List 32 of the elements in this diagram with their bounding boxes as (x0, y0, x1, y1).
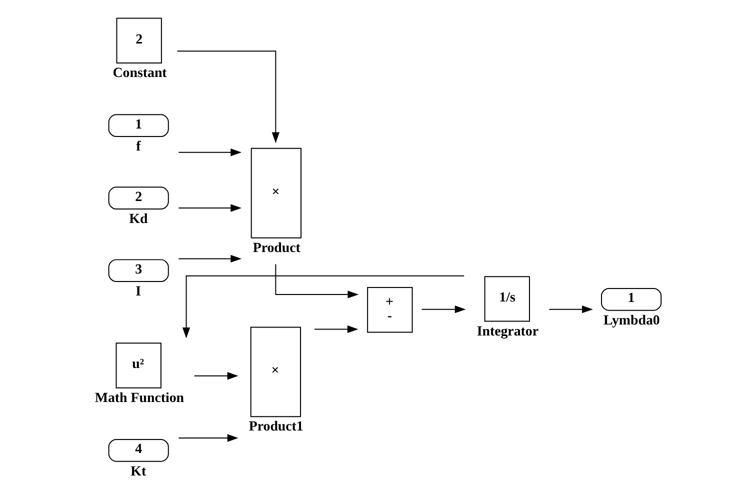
node-box: × (250, 326, 302, 418)
arrow (275, 264, 359, 298)
arrow (421, 306, 466, 314)
node-box: u² (116, 342, 162, 388)
arrow (194, 372, 238, 380)
node-box: 4 (108, 438, 169, 462)
node-label: Lymbda0 (603, 313, 660, 328)
arrow (178, 204, 242, 212)
node-label: Product (252, 240, 300, 256)
node-box: 1 (108, 114, 169, 137)
node-box: 1 (601, 288, 662, 311)
node-box: 1/s (484, 276, 530, 322)
node-label: Kd (129, 212, 148, 228)
node-box: × (250, 148, 302, 238)
node-label: f (136, 140, 141, 155)
node-box: 2 (116, 18, 162, 64)
node-label: Product1 (248, 420, 304, 435)
arrow (314, 325, 358, 334)
node-label: Integrator (476, 324, 539, 340)
arrow (178, 254, 242, 263)
arrow (178, 148, 242, 156)
node-box: 2 (108, 186, 169, 210)
node-box: + - (367, 287, 413, 333)
arrow (178, 434, 238, 442)
arrow (548, 306, 593, 314)
node-label: Kt (130, 464, 146, 480)
arrow (182, 275, 465, 338)
arrow (176, 50, 280, 144)
node-label: Math Function (94, 390, 184, 406)
node-box: 3 (108, 259, 169, 282)
node-label: I (136, 284, 142, 300)
node-label: Constant (112, 66, 167, 82)
